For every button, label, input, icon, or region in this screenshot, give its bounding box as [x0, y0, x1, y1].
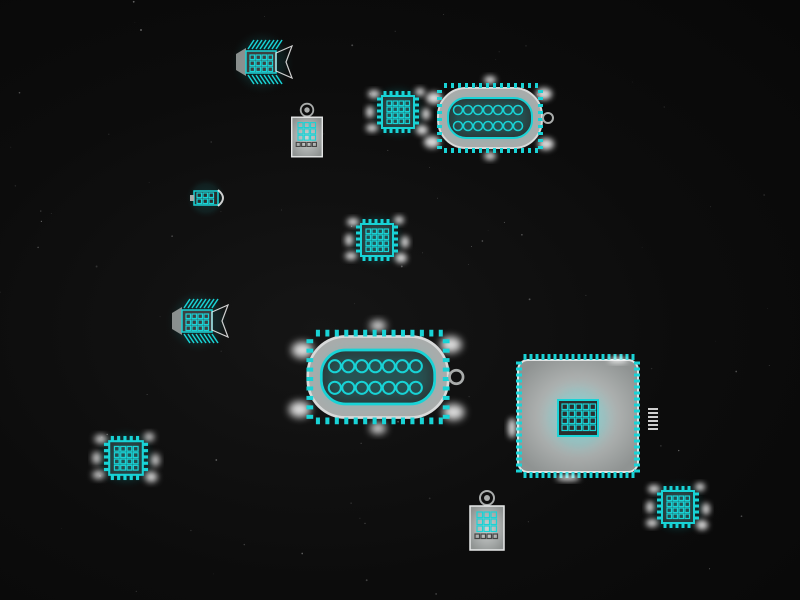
ship-scout-left[interactable] — [186, 178, 226, 218]
ship-cruiser-top[interactable] — [424, 76, 554, 160]
ship-tower-bottom[interactable] — [469, 490, 505, 551]
ship-fighter-top[interactable] — [230, 30, 294, 94]
ship-drone-lower-left[interactable] — [92, 426, 160, 490]
ship-drone-bottom-right[interactable] — [646, 477, 710, 537]
ship-drone-a[interactable] — [366, 82, 430, 142]
ship-fighter-mid[interactable] — [166, 289, 230, 353]
ship-station-large[interactable] — [508, 354, 658, 481]
ships-layer — [92, 30, 710, 551]
ship-drone-center[interactable] — [345, 210, 409, 270]
ship-cruiser-center[interactable] — [288, 320, 465, 434]
ship-tower-small[interactable] — [291, 102, 323, 158]
